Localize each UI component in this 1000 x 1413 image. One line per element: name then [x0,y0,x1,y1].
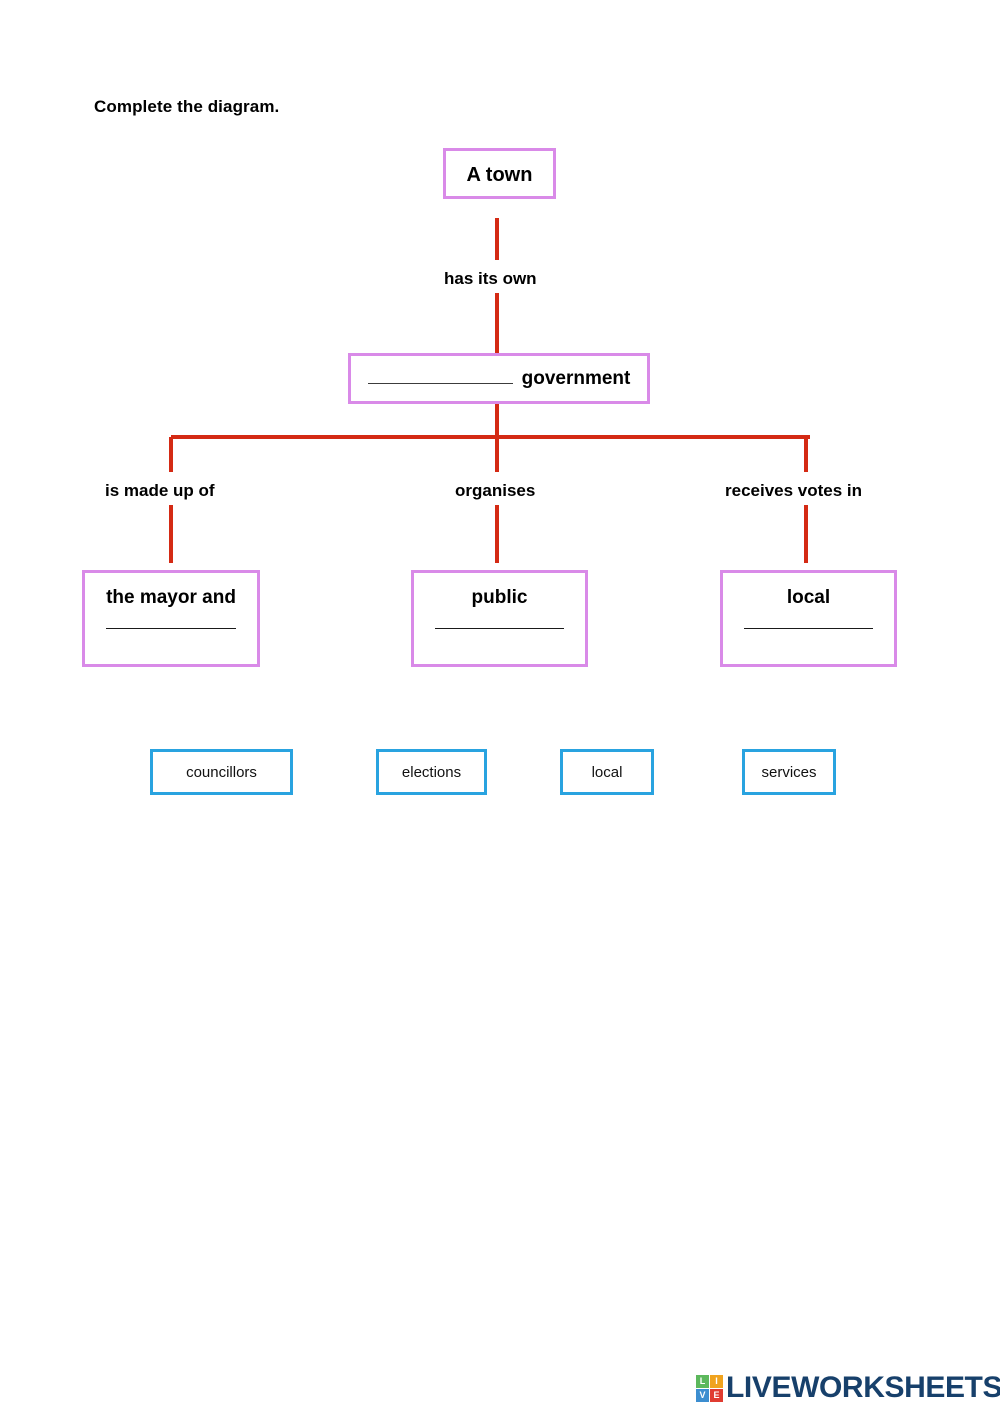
page-title: Complete the diagram. [94,97,280,116]
connector-town-to-government [495,218,499,260]
word-bank-item-councillors[interactable]: councillors [150,749,293,795]
concept-box-a-town: A town [443,148,556,199]
concept-box-local: local [720,570,897,667]
connector-bus-to-caption-left [169,437,173,472]
caption-is-made-up-of: is made up of [98,478,222,504]
connector-horizontal-bus [171,435,810,439]
concept-box-label: the mayor and [106,587,236,608]
connector-caption-to-box-left [169,505,173,563]
concept-box-public: public [411,570,588,667]
caption-organises: organises [448,478,543,504]
logo-wordmark: LIVEWORKSHEETS [726,1371,1000,1404]
word-bank-item-services[interactable]: services [742,749,836,795]
connector-caption-to-box-middle [495,505,499,563]
concept-box-label: local [786,587,831,608]
concept-box-mayor: the mayor and [82,570,260,667]
liveworksheets-logo: L I V E LIVEWORKSHEETS [696,1371,1000,1405]
answer-blank-input-mayor[interactable] [106,628,236,629]
logo-tile-e: E [710,1388,723,1402]
word-bank-item-elections[interactable]: elections [376,749,487,795]
caption-has-its-own: has its own [437,266,544,292]
government-blank-input[interactable] [367,368,513,384]
word-bank-item-local[interactable]: local [560,749,654,795]
caption-receives-votes-in: receives votes in [718,478,870,504]
connector-bus-to-caption-middle [495,437,499,472]
concept-box-label: public [471,587,528,608]
government-row: government [351,368,647,390]
government-label: government [521,368,631,389]
logo-tiles-icon: L I V E [696,1374,723,1402]
answer-blank-input-local[interactable] [744,628,873,629]
connector-bus-to-caption-right [804,437,808,472]
connector-government-to-bus [495,404,499,439]
concept-box-label: A town [466,164,533,186]
connector-caption-to-government [495,293,499,353]
logo-tile-i: I [710,1374,723,1388]
concept-box-government: government [348,353,650,404]
logo-tile-l: L [696,1374,709,1388]
connector-caption-to-box-right [804,505,808,563]
logo-tile-v: V [696,1388,709,1402]
answer-blank-input-public[interactable] [435,628,564,629]
